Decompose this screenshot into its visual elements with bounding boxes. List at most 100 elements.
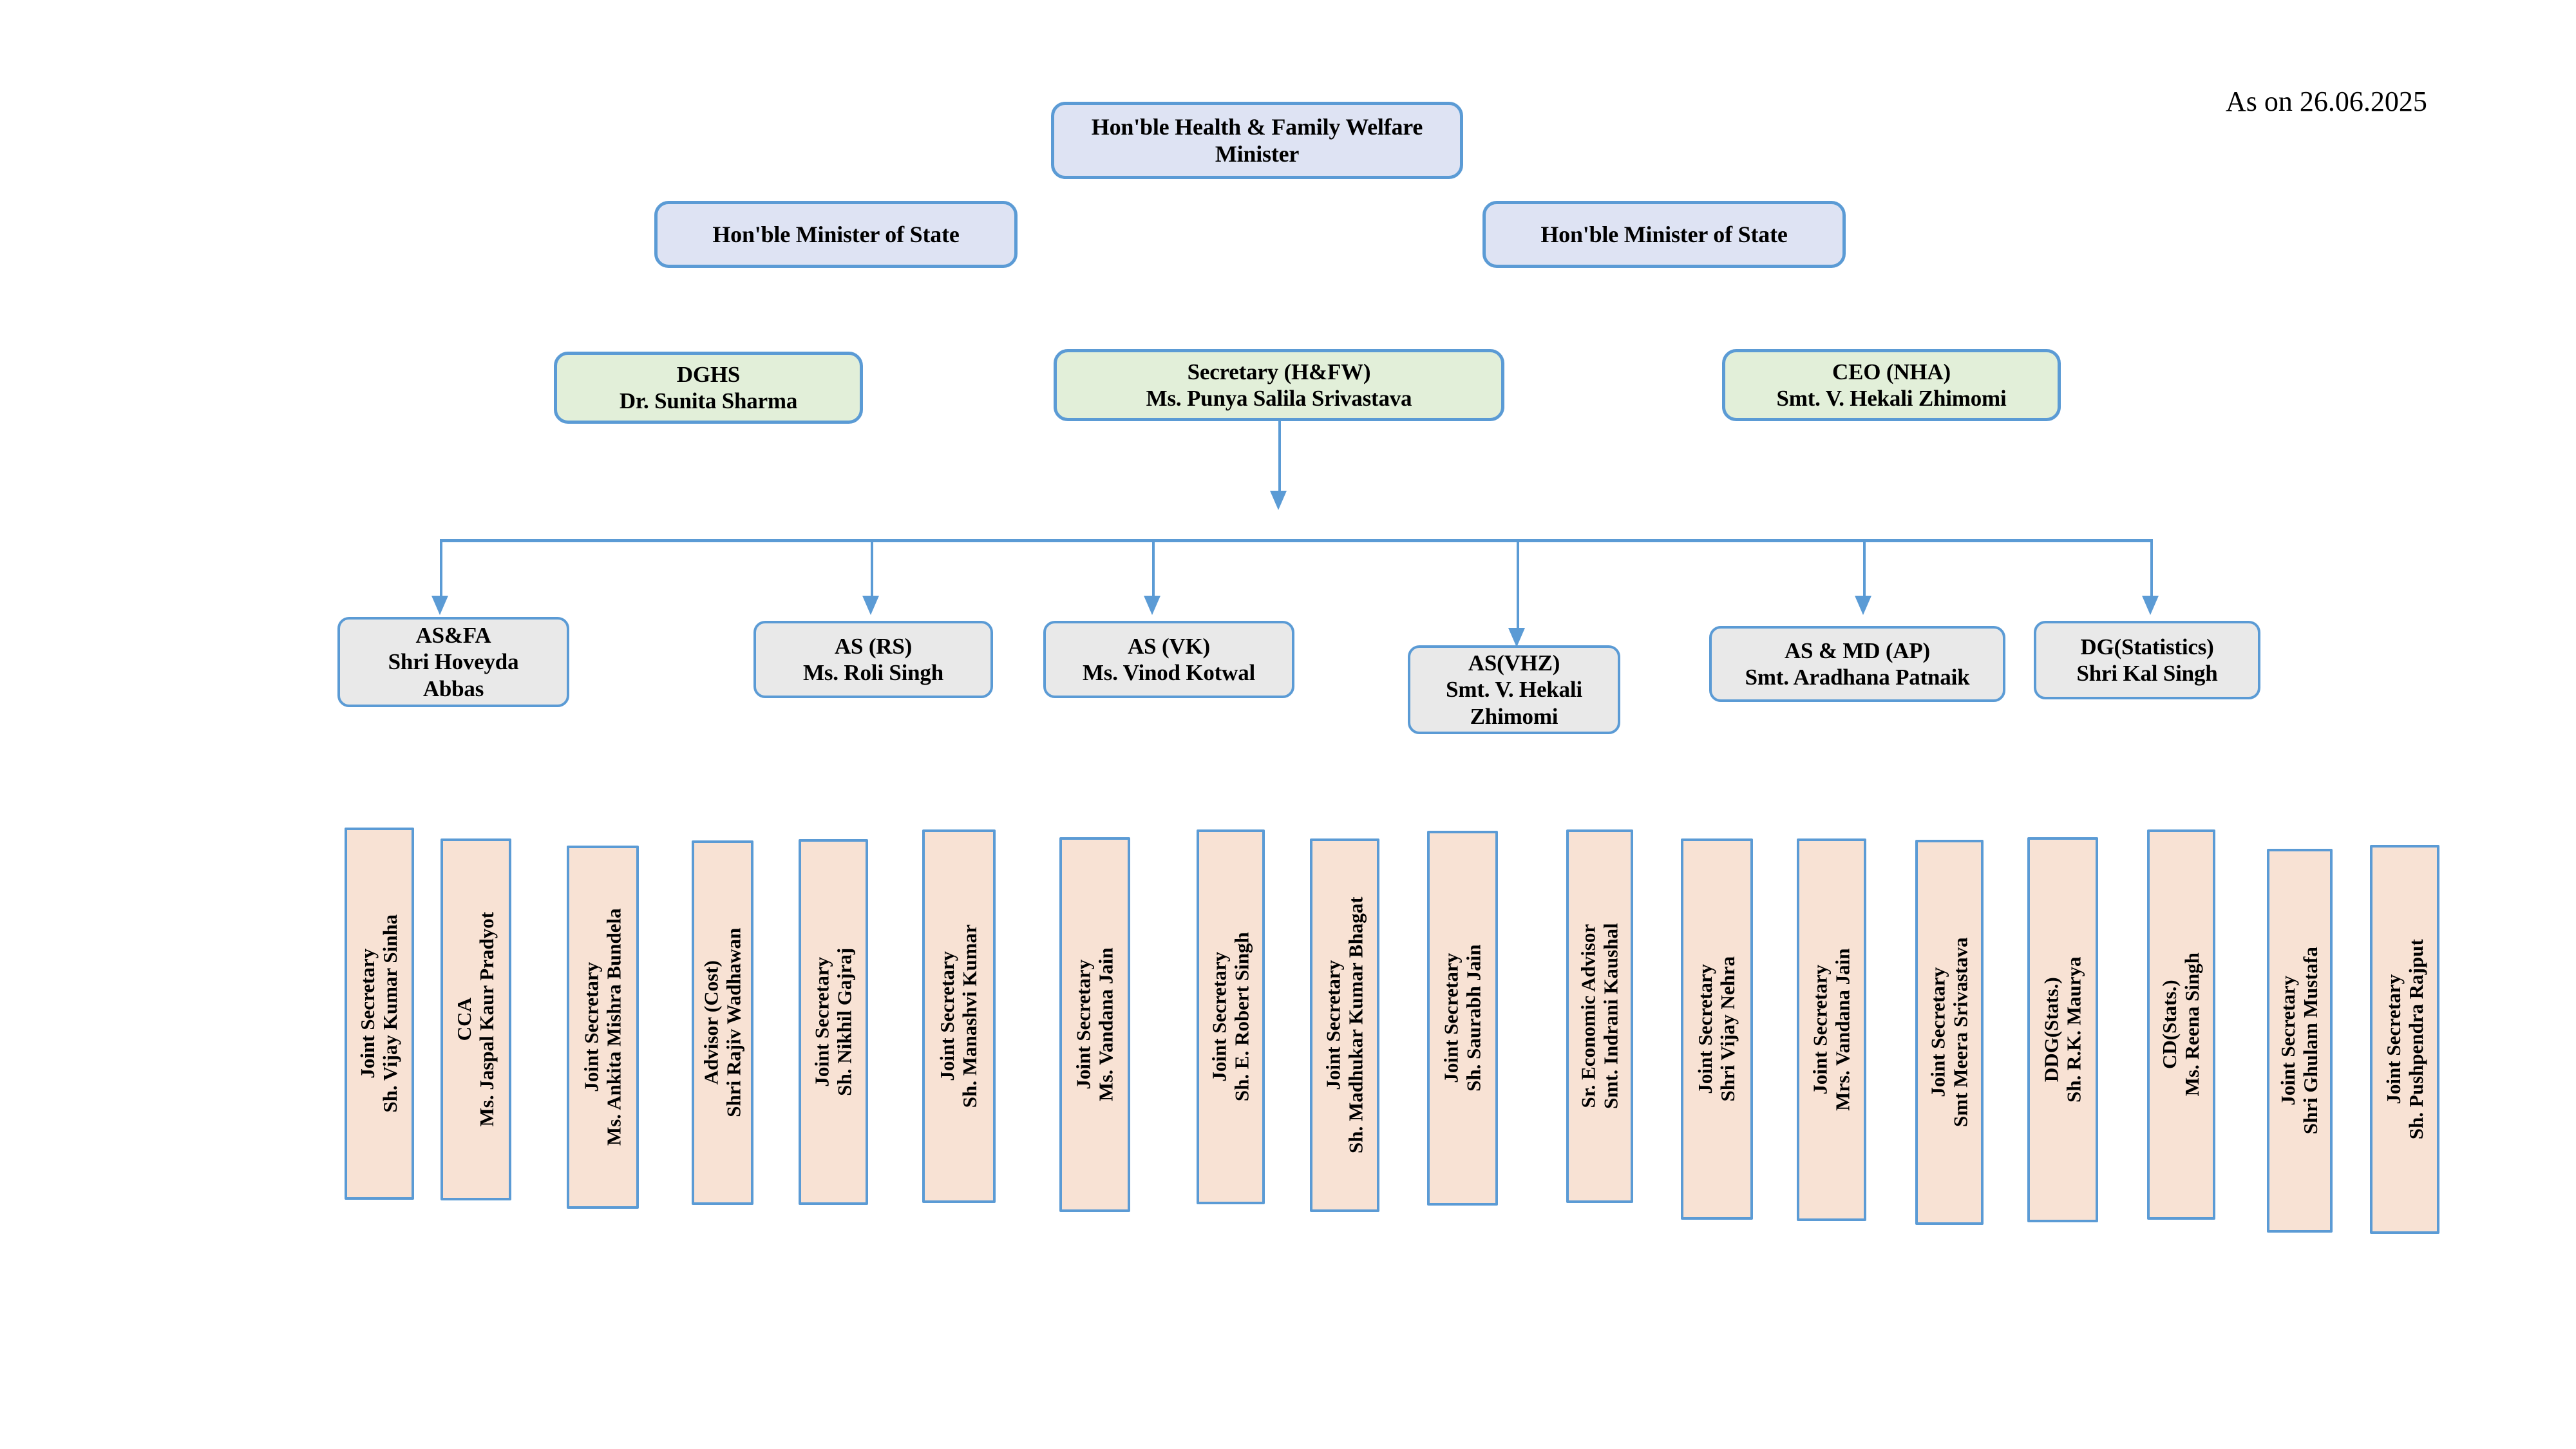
vbox-text: Joint Secretary Ms. Vandana Jain <box>1072 948 1117 1102</box>
node-name: Ms. Roli Singh <box>803 660 943 685</box>
vbox-name: Shri Ghulam Mustafa <box>2299 947 2322 1135</box>
node-as-vk[interactable]: AS (VK) Ms. Vinod Kotwal <box>1043 621 1294 698</box>
node-minister-of-state-left[interactable]: Hon'ble Minister of State <box>654 201 1018 268</box>
node-as-and-fa[interactable]: AS&FA Shri Hoveyda Abbas <box>337 617 569 707</box>
node-name: Smt. V. Hekali Zhimomi <box>1776 386 2007 411</box>
connector-drop-as-rs <box>871 539 873 603</box>
node-role: DGHS <box>676 361 741 387</box>
vbox-name: Sh. Nikhil Gajraj <box>833 948 855 1096</box>
node-name-2: Abbas <box>422 676 484 701</box>
vbox-cd-stats[interactable]: CD(Stats.) Ms. Reena Singh <box>2147 829 2215 1220</box>
node-role: AS & MD (AP) <box>1784 638 1931 663</box>
node-name: Smt. V. Hekali <box>1446 677 1582 703</box>
vbox-joint-secretary-2[interactable]: CCA Ms. Jaspal Kaur Pradyot <box>440 838 511 1200</box>
vbox-role: Joint Secretary <box>1321 960 1345 1090</box>
node-title-line1: Hon'ble Health & Family Welfare <box>1091 113 1423 140</box>
node-as-vhz[interactable]: AS(VHZ) Smt. V. Hekali Zhimomi <box>1408 645 1620 734</box>
vbox-text: Joint Secretary Sh. Saurabh Jain <box>1439 945 1484 1092</box>
vbox-role: Joint Secretary <box>1694 964 1717 1094</box>
node-name: Shri Hoveyda <box>388 649 519 675</box>
vbox-name: Mrs. Vandana Jain <box>1831 948 1854 1112</box>
node-as-rs[interactable]: AS (RS) Ms. Roli Singh <box>753 621 993 698</box>
arrow-down-dg-stats <box>2142 596 2159 615</box>
vbox-sr-economic-advisor[interactable]: Sr. Economic Advisor Smt. Indrani Kausha… <box>1566 829 1633 1203</box>
node-ceo-nha[interactable]: CEO (NHA) Smt. V. Hekali Zhimomi <box>1722 349 2061 421</box>
arrow-down-asfa <box>431 596 448 615</box>
vbox-name: Sh. Vijay Kumar Sinha <box>379 914 401 1113</box>
vbox-advisor-cost[interactable]: Advisor (Cost) Shri Rajiv Wadhawan <box>692 840 753 1205</box>
vbox-joint-secretary-9[interactable]: Joint Secretary Sh. Madhukar Kumar Bhaga… <box>1310 838 1379 1212</box>
node-name: Smt. Aradhana Patnaik <box>1745 665 1970 690</box>
vbox-role: CD(Stats.) <box>2158 980 2181 1070</box>
vbox-role: Joint Secretary <box>580 962 603 1092</box>
vbox-joint-secretary-13[interactable]: Joint Secretary Mrs. Vandana Jain <box>1797 838 1866 1221</box>
vbox-name: Shri Vijay Nehra <box>1716 956 1739 1102</box>
node-role: DG(Statistics) <box>2080 634 2214 659</box>
node-role: Secretary (H&FW) <box>1187 359 1371 384</box>
vbox-joint-secretary-5[interactable]: Joint Secretary Sh. Nikhil Gajraj <box>799 839 868 1205</box>
connector-drop-dg-stats <box>2150 539 2153 603</box>
vbox-text: Joint Secretary Ms. Ankita Mishra Bundel… <box>580 909 625 1146</box>
vbox-text: Joint Secretary Sh. E. Robert Singh <box>1208 933 1253 1102</box>
node-name: Shri Kal Singh <box>2076 661 2218 686</box>
vbox-text: CCA Ms. Jaspal Kaur Pradyot <box>453 912 498 1127</box>
vbox-joint-secretary-10[interactable]: Joint Secretary Sh. Saurabh Jain <box>1427 831 1498 1206</box>
vbox-role: Joint Secretary <box>810 957 833 1087</box>
vbox-text: Advisor (Cost) Shri Rajiv Wadhawan <box>699 927 745 1118</box>
vbox-role: CCA <box>453 998 476 1041</box>
vbox-ddg-stats[interactable]: DDG(Stats.) Sh. R.K. Maurya <box>2027 837 2098 1222</box>
vbox-joint-secretary-8[interactable]: Joint Secretary Sh. E. Robert Singh <box>1197 829 1265 1204</box>
vbox-role: DDG(Stats.) <box>2040 977 2063 1083</box>
node-secretary-hfw[interactable]: Secretary (H&FW) Ms. Punya Salila Srivas… <box>1054 349 1504 421</box>
arrow-secretary-down <box>1270 491 1287 510</box>
node-dg-statistics[interactable]: DG(Statistics) Shri Kal Singh <box>2034 621 2260 699</box>
node-name-2: Zhimomi <box>1470 703 1558 729</box>
node-title-line2: Minister <box>1215 141 1300 167</box>
arrow-down-as-md-ap <box>1855 596 1871 615</box>
node-health-minister[interactable]: Hon'ble Health & Family Welfare Minister <box>1051 102 1463 179</box>
node-dghs[interactable]: DGHS Dr. Sunita Sharma <box>554 352 863 424</box>
vbox-joint-secretary-1[interactable]: Joint Secretary Sh. Vijay Kumar Sinha <box>345 828 414 1200</box>
vbox-joint-secretary-18[interactable]: Joint Secretary Sh. Pushpendra Rajput <box>2370 845 2439 1234</box>
vbox-text: DDG(Stats.) Sh. R.K. Maurya <box>2040 957 2085 1103</box>
node-as-and-md-ap[interactable]: AS & MD (AP) Smt. Aradhana Patnaik <box>1709 626 2005 702</box>
vbox-role: Joint Secretary <box>356 949 379 1079</box>
node-minister-of-state-right[interactable]: Hon'ble Minister of State <box>1482 201 1846 268</box>
connector-drop-asfa <box>440 539 442 603</box>
connector-drop-as-vk <box>1152 539 1155 603</box>
vbox-name: Smt Meera Srivastava <box>1949 937 1971 1128</box>
vbox-name: Ms. Jaspal Kaur Pradyot <box>475 912 498 1127</box>
node-role: AS (VK) <box>1128 633 1210 659</box>
vbox-name: Sh. R.K. Maurya <box>2062 956 2085 1103</box>
vbox-name: Shri Rajiv Wadhawan <box>722 927 745 1118</box>
vbox-name: Ms. Ankita Mishra Bundela <box>602 908 625 1146</box>
vbox-role: Joint Secretary <box>1808 965 1832 1095</box>
vbox-text: Joint Secretary Sh. Vijay Kumar Sinha <box>356 914 401 1113</box>
vbox-text: Joint Secretary Mrs. Vandana Jain <box>1808 948 1854 1112</box>
vbox-role: Joint Secretary <box>2277 976 2300 1106</box>
connector-secretary-stem <box>1278 421 1281 498</box>
vbox-name: Sh. Manashvi Kumar <box>958 924 981 1108</box>
node-title-line1: Hon'ble Minister of State <box>712 221 960 247</box>
vbox-joint-secretary-7[interactable]: Joint Secretary Ms. Vandana Jain <box>1059 837 1130 1212</box>
vbox-joint-secretary-3[interactable]: Joint Secretary Ms. Ankita Mishra Bundel… <box>567 846 639 1209</box>
vbox-joint-secretary-17[interactable]: Joint Secretary Shri Ghulam Mustafa <box>2267 849 2333 1233</box>
vbox-role: Joint Secretary <box>1208 952 1231 1082</box>
vbox-joint-secretary-12[interactable]: Joint Secretary Shri Vijay Nehra <box>1681 838 1753 1220</box>
vbox-role: Advisor (Cost) <box>699 960 723 1085</box>
vbox-text: Joint Secretary Sh. Madhukar Kumar Bhaga… <box>1321 897 1367 1154</box>
vbox-name: Ms. Reena Singh <box>2181 952 2203 1097</box>
vbox-text: Joint Secretary Sh. Manashvi Kumar <box>936 924 981 1108</box>
node-role: AS(VHZ) <box>1468 650 1560 676</box>
vbox-name: Sh. Pushpendra Rajput <box>2404 939 2427 1140</box>
node-role: CEO (NHA) <box>1832 359 1951 384</box>
vbox-role: Joint Secretary <box>936 951 959 1081</box>
vbox-role: Joint Secretary <box>1926 967 1949 1097</box>
node-name: Dr. Sunita Sharma <box>619 388 798 413</box>
vbox-joint-secretary-14[interactable]: Joint Secretary Smt Meera Srivastava <box>1915 840 1984 1225</box>
node-title-line1: Hon'ble Minister of State <box>1540 221 1788 247</box>
vbox-text: Joint Secretary Sh. Nikhil Gajraj <box>810 948 855 1096</box>
vbox-joint-secretary-6[interactable]: Joint Secretary Sh. Manashvi Kumar <box>922 829 996 1203</box>
as-on-date-label: As on 26.06.2025 <box>2226 86 2427 117</box>
